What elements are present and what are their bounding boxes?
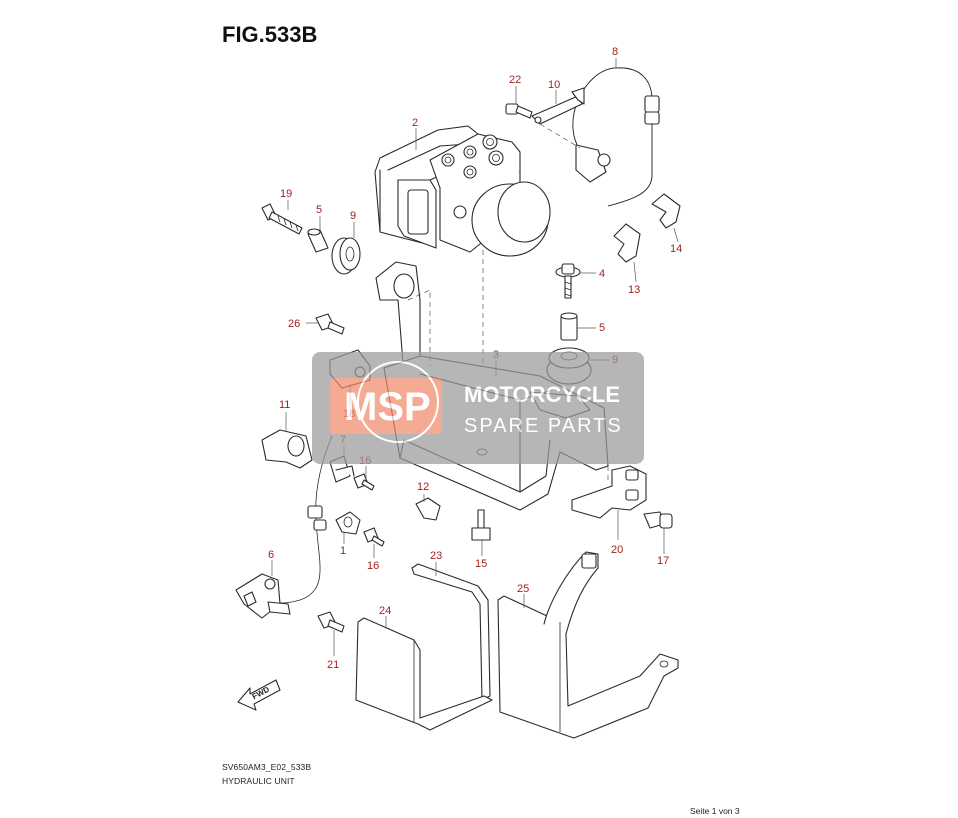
part-14-clip[interactable] bbox=[651, 193, 681, 229]
part-25-cover[interactable] bbox=[497, 551, 679, 739]
callout-26[interactable]: 26 bbox=[288, 318, 300, 330]
part-4-bolt[interactable] bbox=[555, 263, 581, 299]
leader-lines bbox=[271, 58, 679, 656]
part-16-bolt-upper[interactable] bbox=[353, 473, 375, 491]
figure-description: HYDRAULIC UNIT bbox=[222, 776, 295, 786]
callout-20[interactable]: 20 bbox=[611, 544, 623, 556]
part-26-bolt[interactable] bbox=[315, 313, 345, 335]
callout-25[interactable]: 25 bbox=[517, 583, 529, 595]
callout-8[interactable]: 8 bbox=[612, 46, 618, 58]
watermark: MSP MOTORCYCLE SPARE PARTS bbox=[312, 352, 644, 464]
part-23-strip[interactable] bbox=[411, 563, 491, 701]
part-6-speed-sensor[interactable] bbox=[235, 435, 333, 619]
callout-9-left[interactable]: 9 bbox=[350, 210, 356, 222]
callout-15[interactable]: 15 bbox=[475, 558, 487, 570]
part-12-clip[interactable] bbox=[415, 497, 441, 521]
part-8-brake-hose[interactable] bbox=[572, 67, 660, 207]
callout-2[interactable]: 2 bbox=[412, 117, 418, 129]
part-13-clip[interactable] bbox=[613, 223, 641, 263]
watermark-sub: SPARE PARTS bbox=[464, 415, 623, 437]
part-11-clamp[interactable] bbox=[261, 429, 313, 469]
callout-10[interactable]: 10 bbox=[548, 79, 560, 91]
callout-14[interactable]: 14 bbox=[670, 243, 682, 255]
part-17-bolt[interactable] bbox=[643, 511, 673, 529]
callout-6[interactable]: 6 bbox=[268, 549, 274, 561]
callout-23[interactable]: 23 bbox=[430, 550, 442, 562]
page-number: Seite 1 von 3 bbox=[690, 806, 740, 816]
callout-12[interactable]: 12 bbox=[417, 481, 429, 493]
part-24-cover[interactable] bbox=[355, 617, 493, 731]
part-9-grommet-left[interactable] bbox=[331, 237, 361, 275]
watermark-brand: MOTORCYCLE bbox=[464, 382, 620, 407]
fwd-direction-arrow-icon: FWD bbox=[237, 679, 281, 711]
callout-1[interactable]: 1 bbox=[340, 545, 346, 557]
part-21-bolt[interactable] bbox=[317, 611, 345, 633]
part-1-clamp[interactable] bbox=[335, 511, 361, 535]
callout-19[interactable]: 19 bbox=[280, 188, 292, 200]
part-20-bracket[interactable] bbox=[571, 465, 647, 519]
part-2-abs-hydraulic-unit[interactable] bbox=[374, 125, 551, 257]
callout-24[interactable]: 24 bbox=[379, 605, 391, 617]
callout-17[interactable]: 17 bbox=[657, 555, 669, 567]
watermark-logo: MSP bbox=[344, 385, 431, 429]
callout-21[interactable]: 21 bbox=[327, 659, 339, 671]
callout-13[interactable]: 13 bbox=[628, 284, 640, 296]
figure-title: FIG.533B bbox=[222, 22, 318, 47]
part-16-bolt-lower[interactable] bbox=[363, 527, 385, 547]
part-10-clamp[interactable] bbox=[531, 87, 585, 125]
assembly-line bbox=[407, 289, 431, 366]
callout-16-lower[interactable]: 16 bbox=[367, 560, 379, 572]
part-22-bolt[interactable] bbox=[505, 103, 533, 119]
callout-5-right[interactable]: 5 bbox=[599, 322, 605, 334]
assembly-line bbox=[539, 123, 581, 149]
callout-11[interactable]: 11 bbox=[279, 399, 290, 411]
callout-5-left[interactable]: 5 bbox=[316, 204, 322, 216]
part-5-collar-right[interactable] bbox=[560, 312, 578, 341]
figure-code: SV650AM3_E02_533B bbox=[222, 762, 312, 772]
part-15-bolt[interactable] bbox=[471, 509, 491, 541]
part-19-bolt[interactable] bbox=[261, 203, 303, 235]
callout-4[interactable]: 4 bbox=[599, 268, 605, 280]
callout-22[interactable]: 22 bbox=[509, 74, 521, 86]
part-5-collar-left[interactable] bbox=[307, 228, 329, 253]
